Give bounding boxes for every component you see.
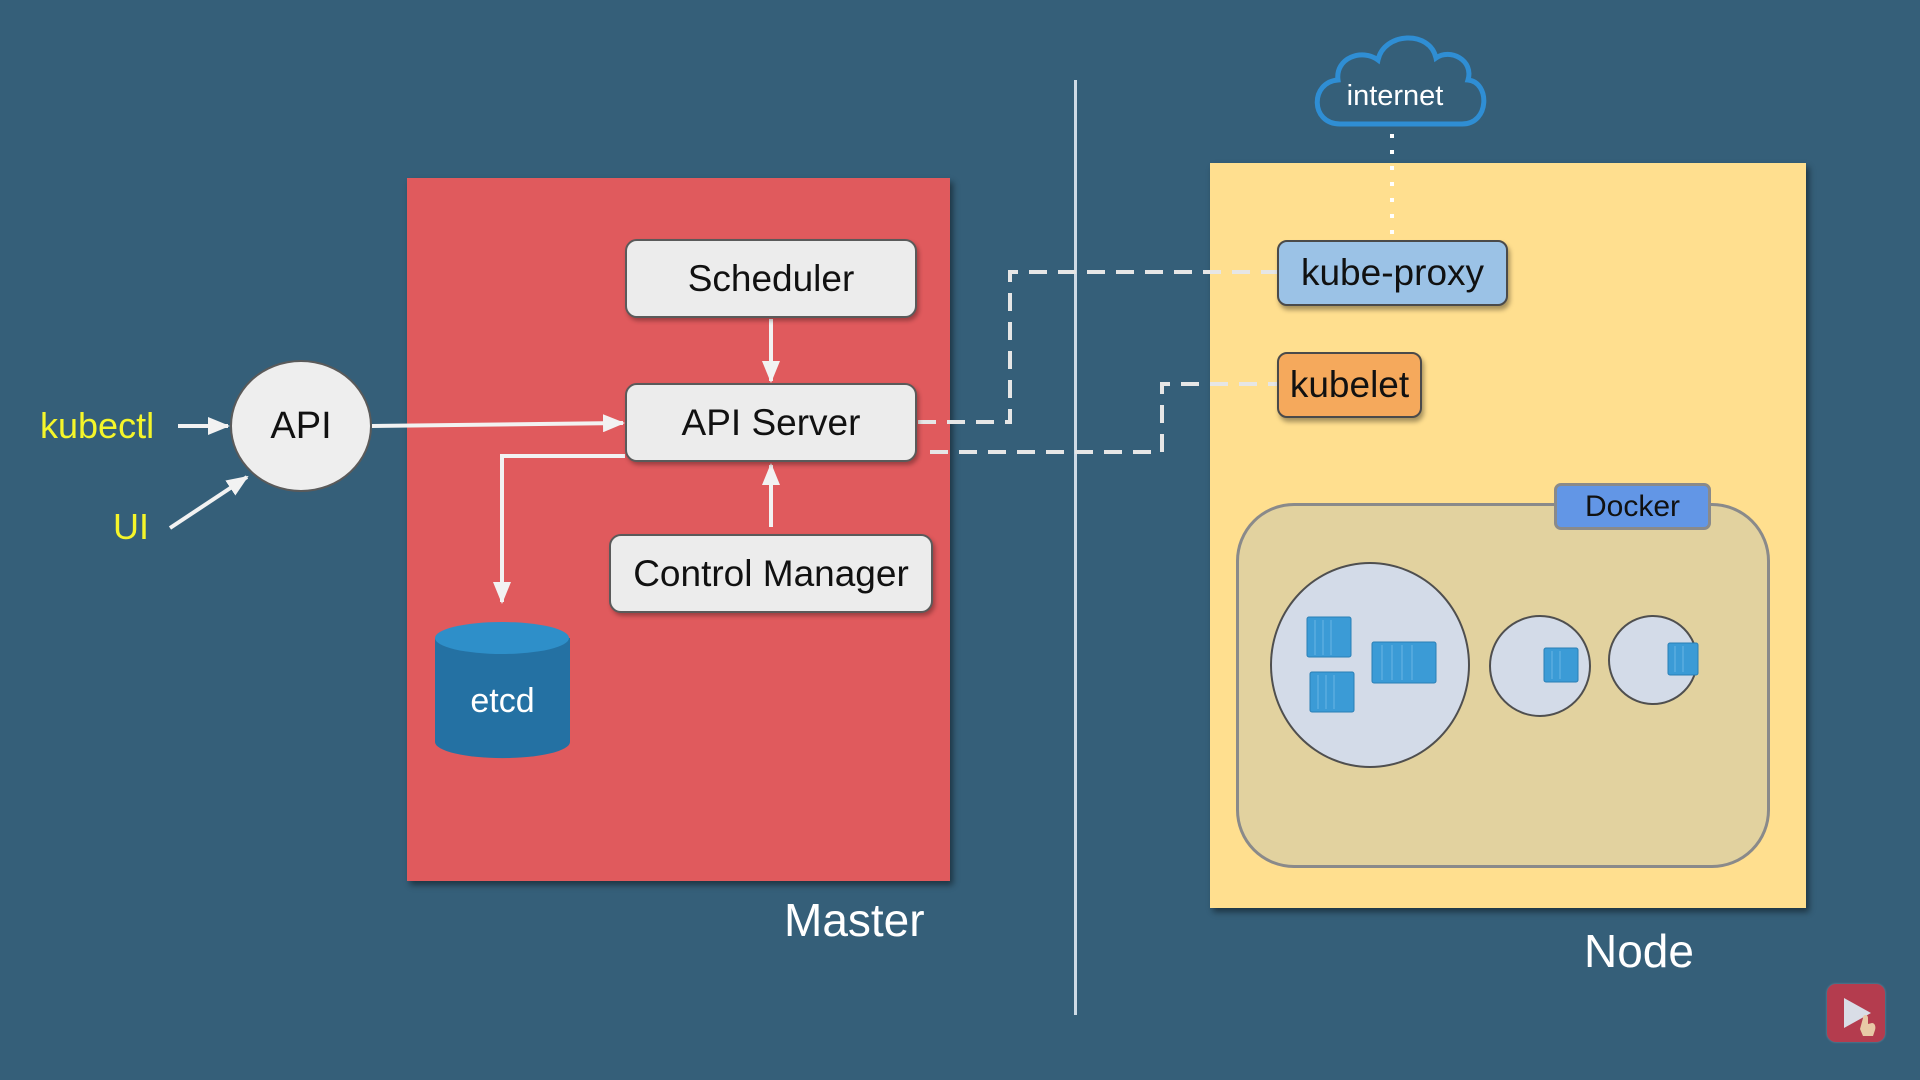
etcd-label: etcd — [470, 682, 535, 720]
internet-label: internet — [1346, 80, 1444, 112]
api-node: API — [230, 360, 372, 492]
master-label: Master — [784, 894, 925, 946]
node-label: Node — [1584, 925, 1694, 977]
control-manager-box: Control Manager — [609, 534, 933, 613]
arrow-ui-to-api — [168, 475, 249, 530]
play-button[interactable] — [1827, 984, 1885, 1042]
kube-proxy-box: kube-proxy — [1277, 240, 1508, 306]
api-server-box: API Server — [625, 383, 917, 462]
kubelet-box: kubelet — [1277, 352, 1422, 418]
pod-large — [1270, 562, 1470, 768]
docker-label: Docker — [1554, 483, 1711, 530]
ui-label: UI — [113, 506, 149, 547]
divider-line — [1074, 80, 1077, 1015]
scheduler-box: Scheduler — [625, 239, 917, 318]
pod-small-1 — [1489, 615, 1591, 717]
pod-small-2 — [1608, 615, 1698, 705]
play-icon — [1844, 998, 1876, 1036]
kubectl-label: kubectl — [40, 405, 155, 446]
